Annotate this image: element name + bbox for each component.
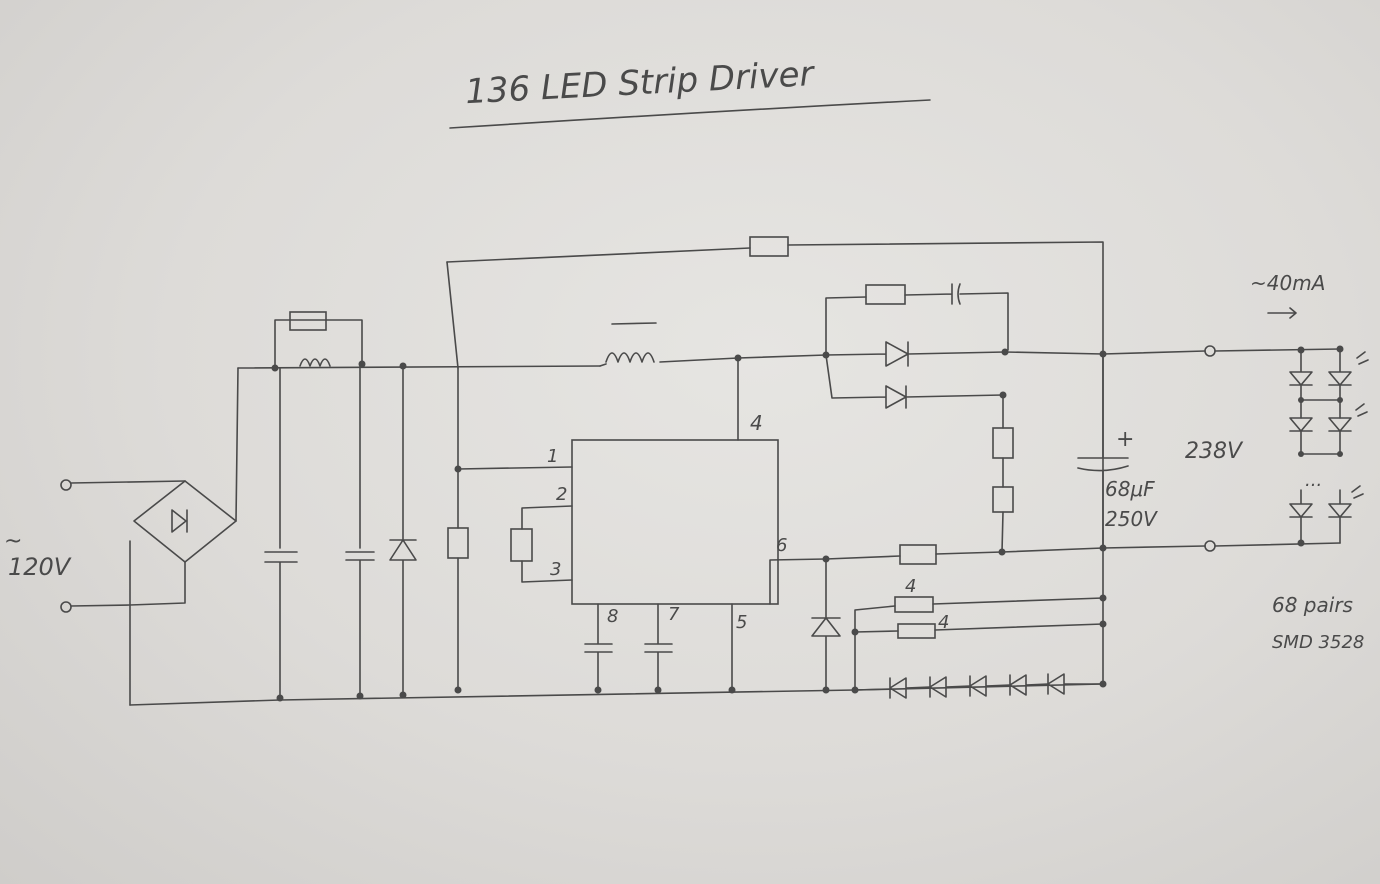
output-current-label: ~40mA (1250, 271, 1325, 295)
title-underline (449, 99, 931, 129)
pin-3-label: 3 (550, 559, 561, 580)
pin-6-label: 6 (776, 535, 787, 556)
res-a-label: 4 (905, 576, 916, 597)
filter-cap-2 (345, 365, 375, 700)
bridge-rectifier (129, 367, 239, 706)
output-voltage-label: 238V (1185, 439, 1244, 464)
cap-plus: + (1116, 427, 1134, 452)
res-b-label: 4 (938, 612, 949, 633)
controller-ic: 4 1 2 3 8 7 5 6 (457, 357, 827, 694)
freewheel-diode (811, 544, 1104, 694)
sense-resistors: 4 4 (851, 576, 1107, 691)
pin-4-label: 4 (750, 411, 763, 435)
output-capacitor: + 68μF 250V (1077, 353, 1158, 552)
pin-5-label: 5 (736, 612, 747, 633)
output-rail-bottom (1102, 545, 1206, 549)
pin-8-label: 8 (607, 606, 618, 627)
led-strip: ... 68 pairs SMD 3528 (1272, 345, 1369, 653)
cap-value-label: 68μF (1105, 477, 1155, 501)
input-voltage-label: 120V (8, 553, 72, 581)
cap-voltage-label: 250V (1105, 507, 1158, 531)
pin-7-label: 7 (668, 604, 680, 625)
diagram-title: 136 LED Strip Driver (464, 54, 816, 112)
output-terminals: 238V ~40mA (1185, 271, 1341, 552)
ac-tilde: ~ (4, 529, 22, 554)
diode-string (851, 673, 1107, 699)
ground-rail (129, 683, 1103, 706)
startup-resistor (447, 367, 469, 694)
pin-1-label: 1 (547, 446, 558, 467)
output-diode-2 (825, 354, 1007, 409)
led-ellipsis: ... (1305, 470, 1322, 491)
output-diode-1 (825, 341, 1009, 367)
input-filter (271, 311, 366, 372)
led-type-label: SMD 3528 (1272, 632, 1364, 653)
main-inductor (599, 322, 742, 367)
top-rail-left (237, 365, 601, 369)
ac-input: ~ 120V (4, 479, 186, 613)
pin-2-label: 2 (556, 484, 567, 505)
filter-cap-1 (264, 367, 298, 702)
feedback-resistor-top (446, 236, 1104, 685)
led-pairs-label: 68 pairs (1272, 593, 1353, 617)
discharge-resistors (992, 394, 1014, 556)
tvs-diode (389, 362, 417, 699)
snubber-network (737, 283, 1009, 359)
